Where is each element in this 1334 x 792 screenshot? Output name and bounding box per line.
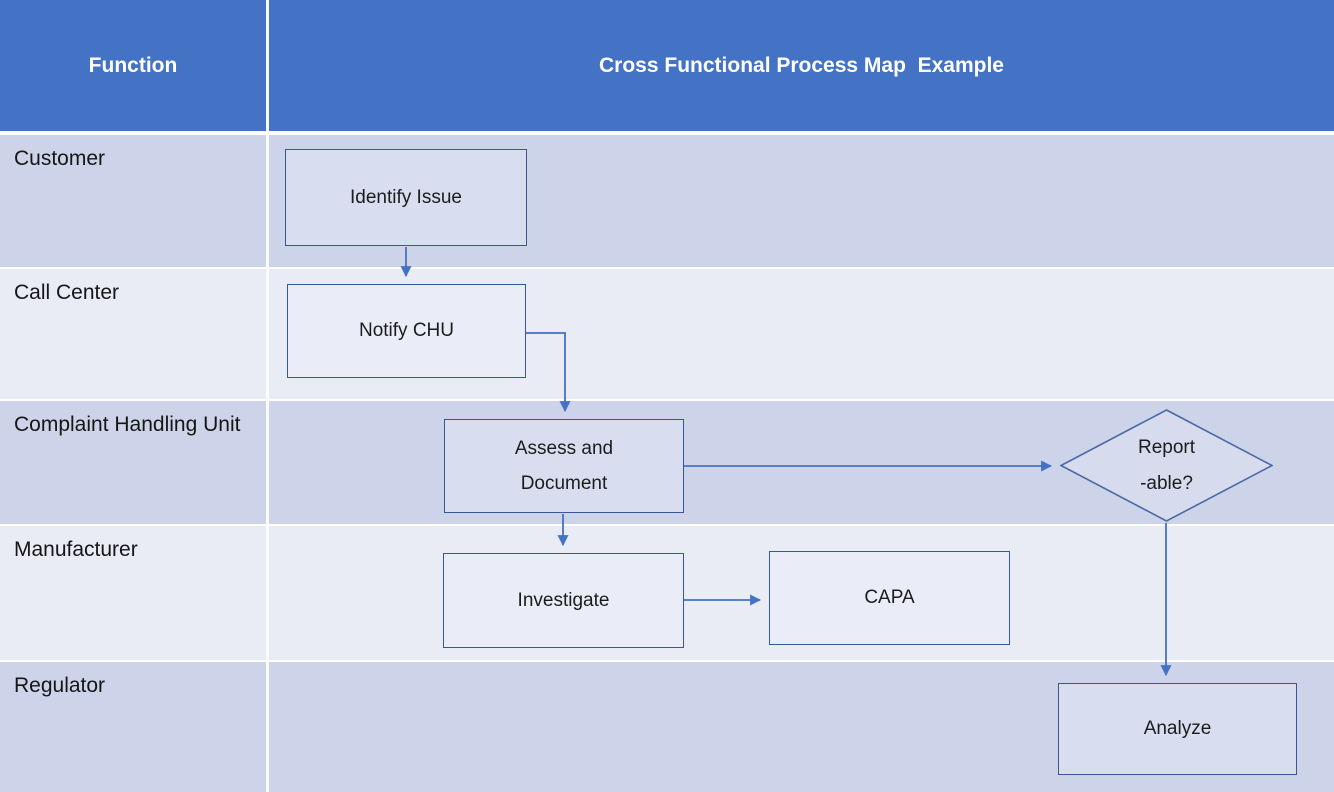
lane-label-regulator: Regulator [0,662,266,792]
lane-label-manufacturer-text: Manufacturer [14,538,138,561]
node-reportable-line2: -able? [1140,472,1193,494]
node-reportable-line1: Report [1137,437,1196,459]
function-column-header: Function [0,0,266,131]
node-assess-and-document-line2: Document [520,473,608,494]
diagram-title-bar: Cross Functional Process Map Example [269,0,1334,131]
node-analyze: Analyze [1058,683,1297,775]
node-investigate-label: Investigate [517,589,610,611]
lane-label-manufacturer: Manufacturer [0,526,266,660]
lane-label-complaint-handling-unit: Complaint Handling Unit [0,401,266,524]
lane-label-call-center-text: Call Center [14,281,120,304]
node-identify-issue-label: Identify Issue [350,186,462,208]
node-reportable-decision: Report -able? [1060,409,1273,522]
node-identify-issue: Identify Issue [285,149,527,246]
lane-label-regulator-text: Regulator [14,674,106,697]
node-capa: CAPA [769,551,1010,645]
lane-label-customer-text: Customer [14,147,106,170]
node-capa-label: CAPA [864,587,915,609]
node-notify-chu: Notify CHU [287,284,526,378]
lane-label-call-center: Call Center [0,269,266,399]
diamond-shape [1060,409,1273,522]
node-analyze-label: Analyze [1143,718,1212,740]
function-column-header-label: Function [88,53,178,77]
node-investigate: Investigate [443,553,684,648]
diagram-title: Cross Functional Process Map Example [599,53,1004,77]
node-notify-chu-label: Notify CHU [358,320,454,342]
node-assess-and-document: Assess and Document [444,419,684,513]
lane-label-complaint-handling-unit-text: Complaint Handling Unit [14,413,241,436]
column-divider [266,0,269,792]
node-assess-and-document-line1: Assess and [514,437,614,459]
lane-label-customer: Customer [0,135,266,267]
